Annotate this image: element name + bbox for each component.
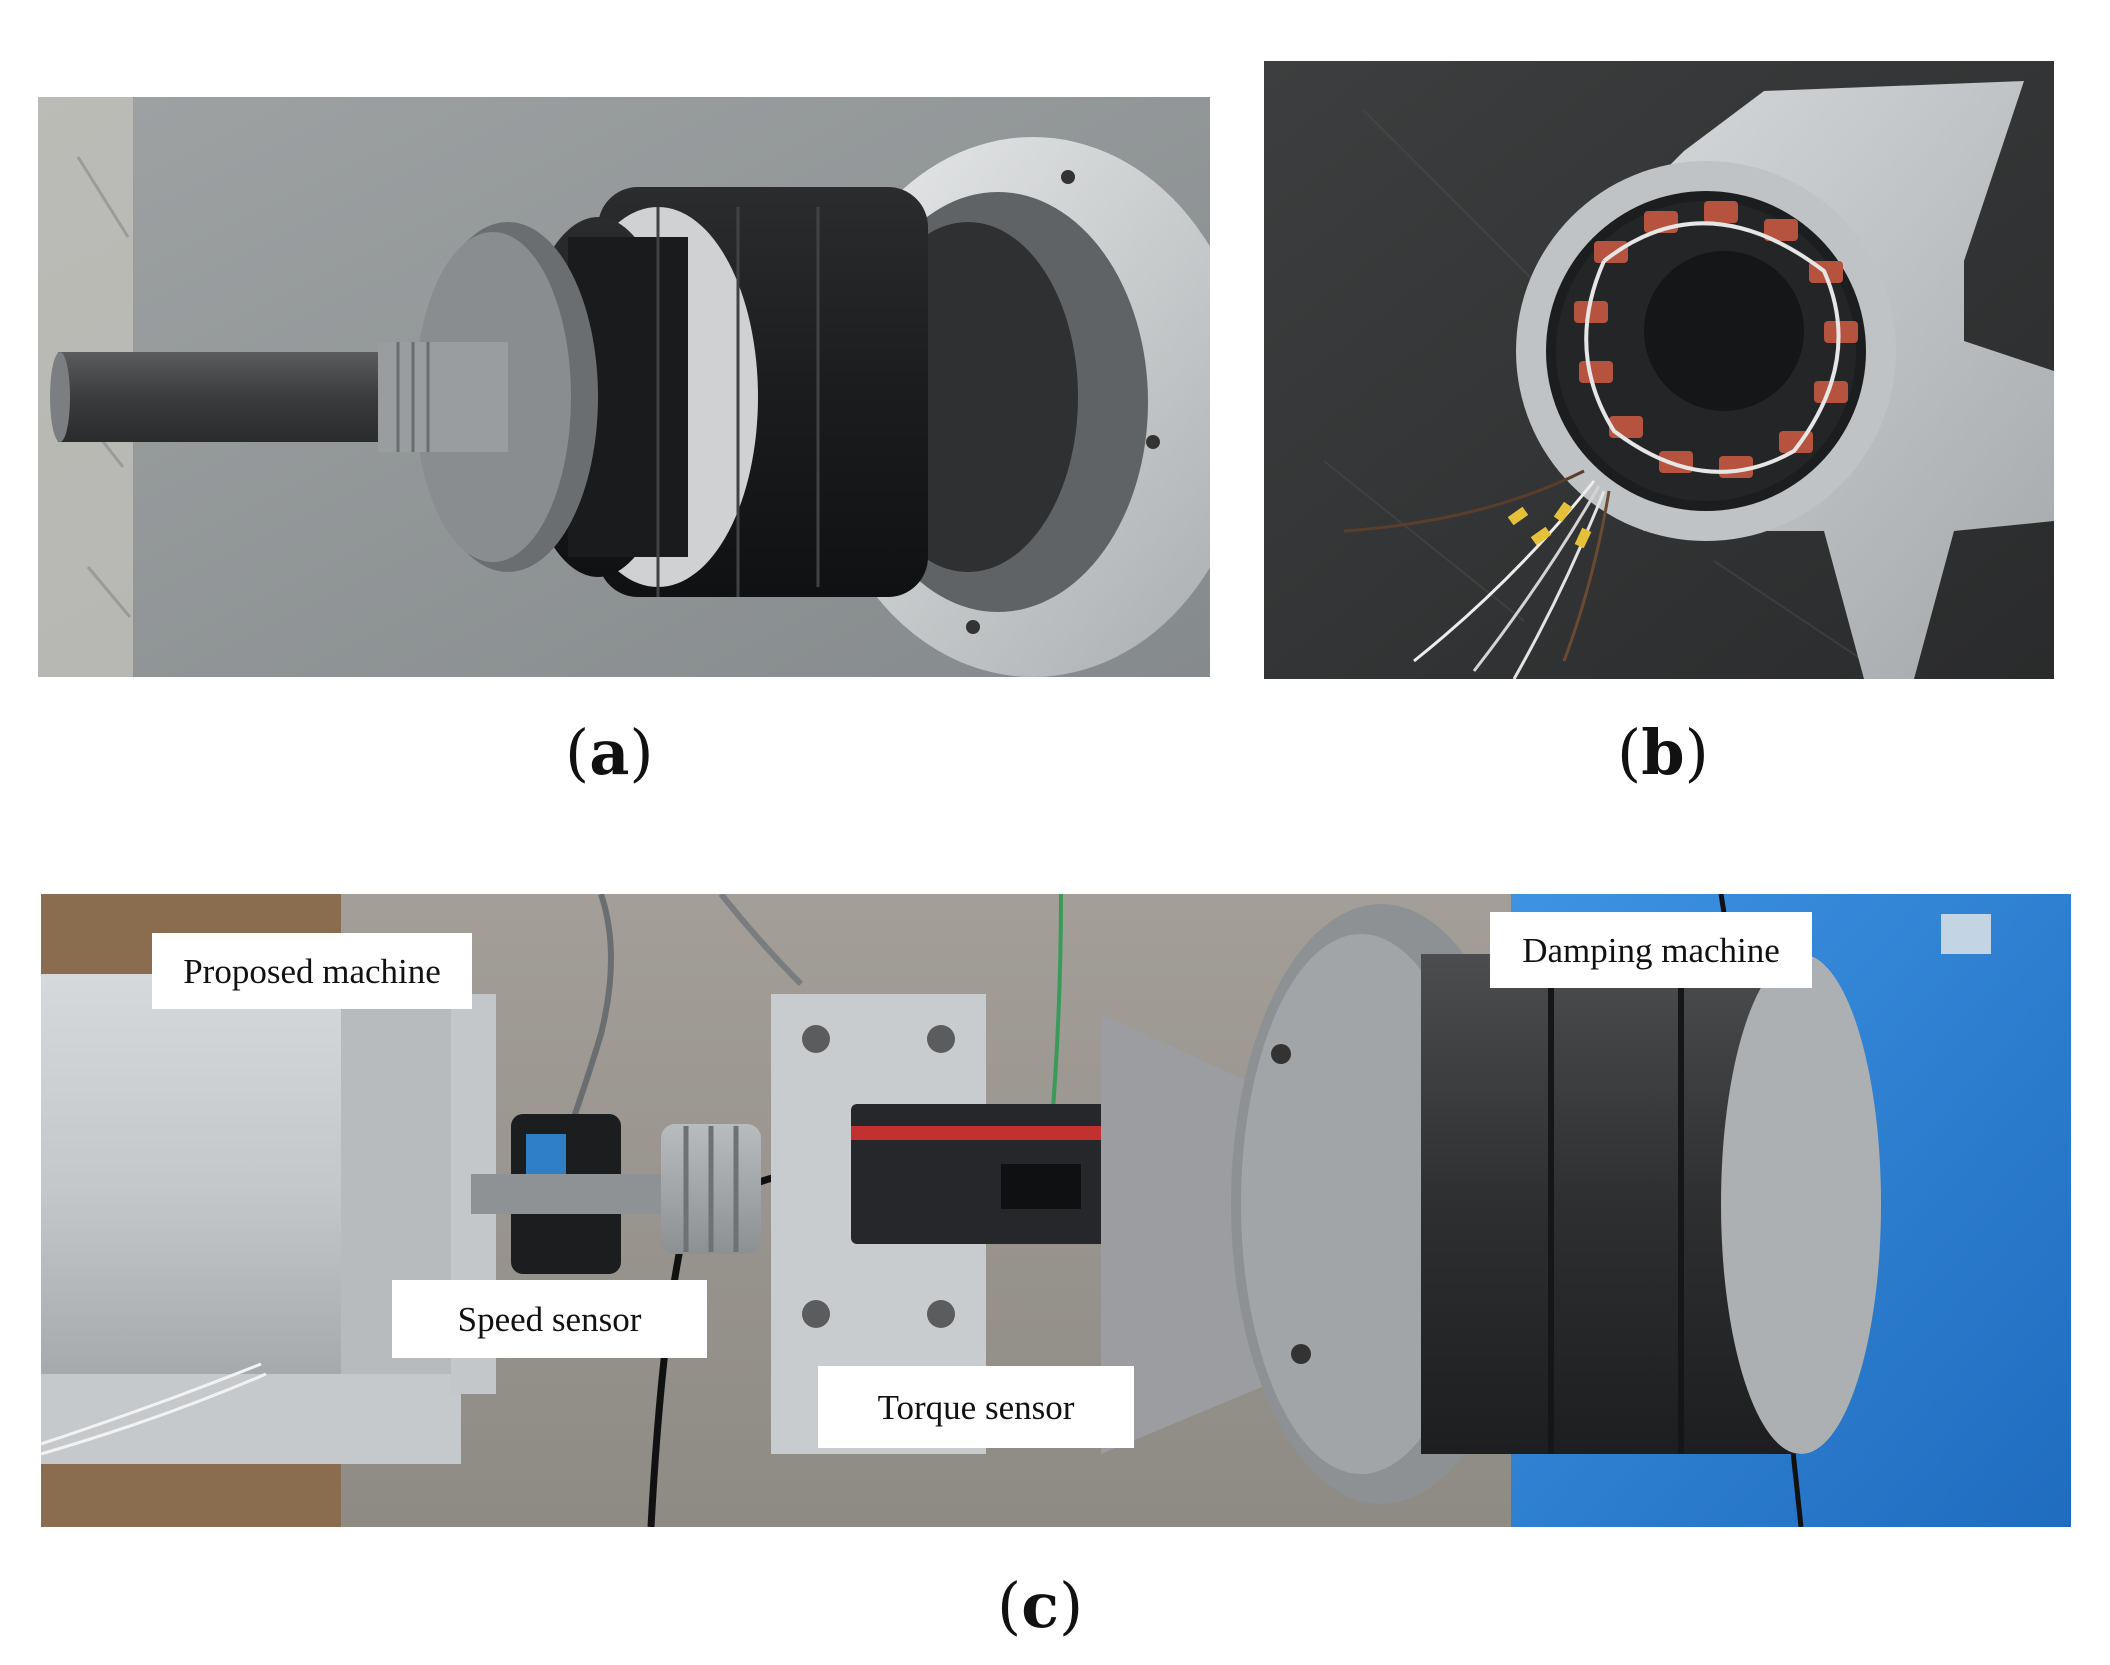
photo-rotor-assembly [38, 97, 1210, 677]
caption-letter-a: a [589, 716, 630, 789]
caption-letter-b: b [1641, 716, 1685, 789]
caption-paren-close: ) [1684, 716, 1709, 789]
photo-stator-winding [1264, 61, 2054, 679]
caption-paren-open: ( [997, 1569, 1022, 1642]
caption-paren-close: ) [1058, 1569, 1084, 1642]
caption-paren-open: ( [1617, 716, 1642, 789]
caption-paren-open: ( [565, 716, 590, 789]
label-torque-sensor: Torque sensor [818, 1366, 1134, 1448]
label-proposed-machine: Proposed machine [152, 933, 472, 1009]
caption-panel-b: (b) [1617, 722, 1709, 784]
caption-letter-c: c [1021, 1569, 1059, 1642]
label-damping-machine: Damping machine [1490, 912, 1812, 988]
caption-panel-a: (a) [565, 722, 654, 784]
caption-paren-close: ) [629, 716, 654, 789]
label-speed-sensor: Speed sensor [392, 1280, 707, 1358]
caption-panel-c: (c) [997, 1575, 1083, 1637]
